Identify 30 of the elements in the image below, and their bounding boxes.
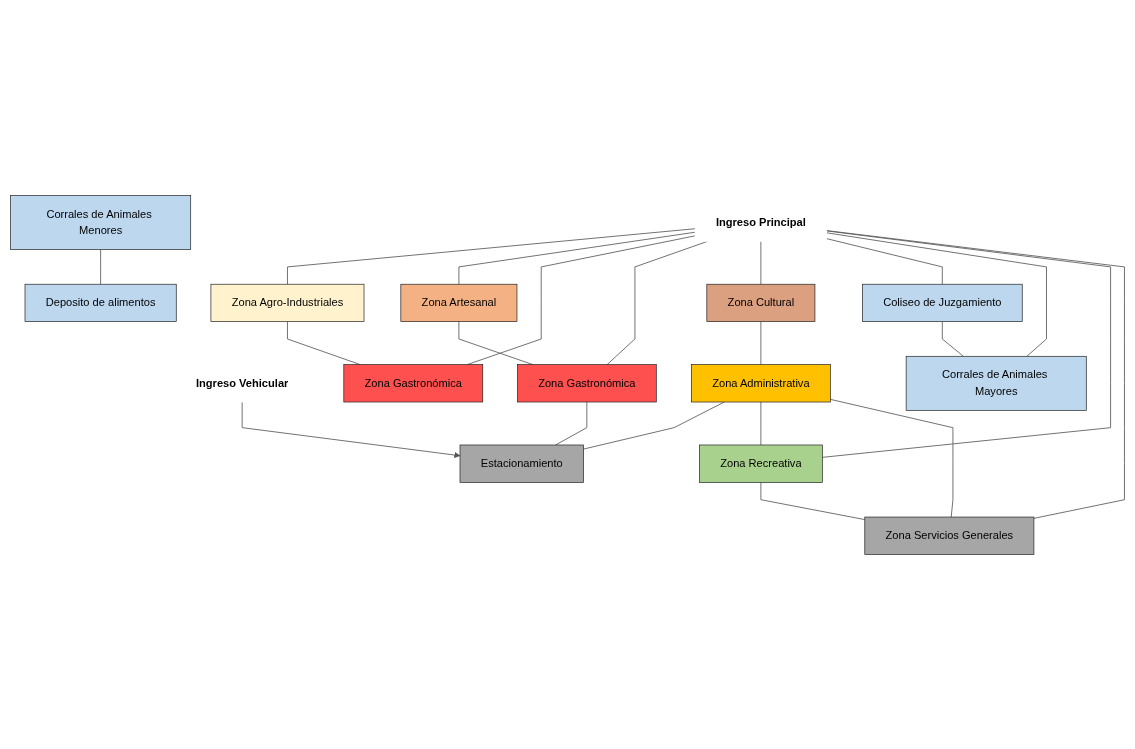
connector: [100, 248, 102, 285]
node-box: Corrales de Animales Mayores: [905, 355, 1087, 411]
node-text: Ingreso Vehicular: [195, 376, 289, 389]
connector: [760, 481, 866, 520]
connector: [760, 240, 762, 285]
node-box: Zona Cultural: [706, 283, 816, 322]
connector: [287, 227, 696, 285]
node-box: Corrales de Animales Menores: [10, 194, 192, 250]
connector: [821, 230, 1111, 458]
connector: [583, 401, 725, 449]
connector: [826, 231, 1047, 357]
node-box: Estacionamiento: [459, 444, 584, 483]
connector: [458, 231, 696, 285]
connector: [826, 237, 943, 285]
node-box: Deposito de alimentos: [24, 283, 177, 322]
node-box: Zona Artesanal: [400, 283, 518, 322]
node-box: Zona Gastronómica: [517, 363, 657, 402]
connector: [760, 401, 762, 445]
node-box: Zona Agro-Industriales: [210, 283, 365, 322]
node-box: Zona Recreativa: [699, 444, 823, 483]
node-text: Ingreso Principal: [715, 215, 806, 228]
connector: [606, 240, 709, 365]
connector: [826, 229, 1125, 519]
node-box: Coliseo de Juzgamiento: [862, 283, 1023, 322]
node-box: Zona Servicios Generales: [864, 516, 1035, 555]
connector: [829, 398, 954, 517]
node-box: Zona Gastronómica: [343, 363, 484, 402]
connector: [760, 320, 762, 365]
node-box: Zona Administrativa: [691, 363, 831, 402]
connector: [941, 320, 964, 357]
